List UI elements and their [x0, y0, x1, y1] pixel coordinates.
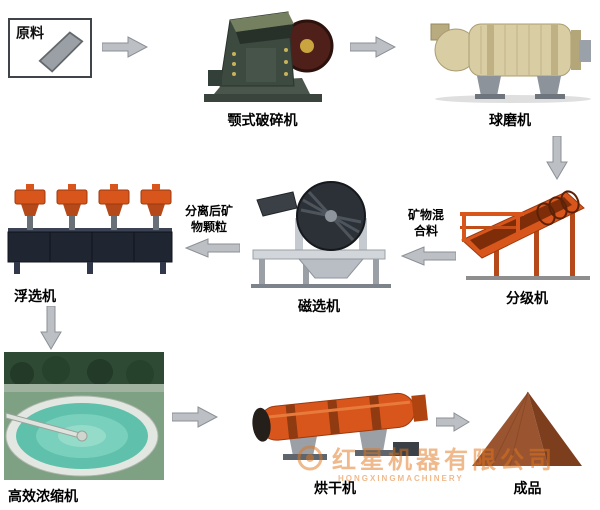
jaw-crusher-label: 颚式破碎机 — [227, 112, 298, 128]
magnetic-separator-label: 磁选机 — [298, 298, 340, 314]
edge-label-mineral-mixture: 矿物混合料 — [407, 208, 444, 238]
flotation-machine-image — [7, 184, 173, 274]
arrow-right-icon — [436, 412, 470, 432]
rotary-dryer-image — [252, 392, 428, 460]
jaw-crusher-image — [204, 11, 334, 102]
raw-material-label: 原料 — [16, 25, 44, 41]
product-label: 成品 — [513, 480, 542, 496]
ball-mill-label: 球磨机 — [489, 112, 531, 128]
thickener-label: 高效浓缩机 — [8, 488, 78, 504]
arrow-down-icon — [40, 306, 62, 350]
dryer-label: 烘干机 — [314, 480, 356, 496]
arrow-left-icon — [400, 246, 456, 266]
arrow-down-icon — [546, 136, 568, 180]
arrow-left-icon — [184, 238, 240, 258]
thickener-image — [4, 352, 164, 480]
raw-material-node: 原料 — [8, 18, 92, 78]
raw-material-chute-icon — [38, 31, 84, 73]
magnetic-separator-image — [251, 181, 391, 288]
ball-mill-image — [430, 23, 591, 103]
arrow-right-icon — [102, 36, 148, 58]
classifier-label: 分级机 — [506, 290, 548, 306]
arrow-right-icon — [172, 406, 218, 428]
flotation-machine-label: 浮选机 — [14, 288, 56, 304]
edge-label-separated-particles: 分离后矿物颗粒 — [184, 204, 233, 234]
product-pile-image — [472, 391, 582, 467]
spiral-classifier-image — [460, 190, 590, 280]
arrow-right-icon — [350, 36, 396, 58]
